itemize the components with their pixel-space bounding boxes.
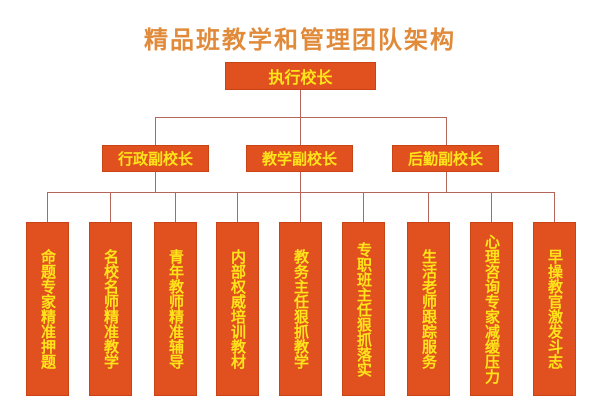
connector-team-3 [175,192,176,222]
node-logistics-vice-principal: 后勤副校长 [392,145,499,172]
node-team-young-teachers: 青年教师精准辅导 [154,222,197,396]
node-executive-principal: 执行校长 [225,62,376,90]
connector-to-admin [155,117,156,145]
connector-to-logistics [446,117,447,145]
node-admin-vice-principal: 行政副校长 [102,145,209,172]
connector-team-8 [491,192,492,222]
connector-to-teaching [300,117,301,145]
node-team-training-materials: 内部权威培训教材 [216,222,259,396]
node-team-class-teacher: 专职班主任狠抓落实 [342,222,385,396]
node-team-drill-instructor: 早操教官激发斗志 [533,222,576,396]
connector-team-5 [300,192,301,222]
connector-admin-down [155,172,156,192]
node-team-famous-teachers: 名校名师精准教学 [89,222,132,396]
node-team-counselor: 心理咨询专家减缓压力 [470,222,513,396]
connector-root-down [300,90,301,118]
node-team-life-teacher: 生活老师跟踪服务 [407,222,450,396]
connector-team-6 [363,192,364,222]
node-team-academic-director: 教务主任狠抓教学 [279,222,322,396]
connector-logistics-down [446,172,447,192]
connector-team-2 [110,192,111,222]
connector-team-4 [237,192,238,222]
chart-title: 精品班教学和管理团队架构 [144,25,456,54]
node-teaching-vice-principal: 教学副校长 [246,145,353,172]
node-team-exam-experts: 命题专家精准押题 [26,222,69,396]
connector-team-1 [47,192,48,222]
connector-team-9 [554,192,555,222]
connector-teaching-down [300,172,301,192]
connector-team-7 [428,192,429,222]
